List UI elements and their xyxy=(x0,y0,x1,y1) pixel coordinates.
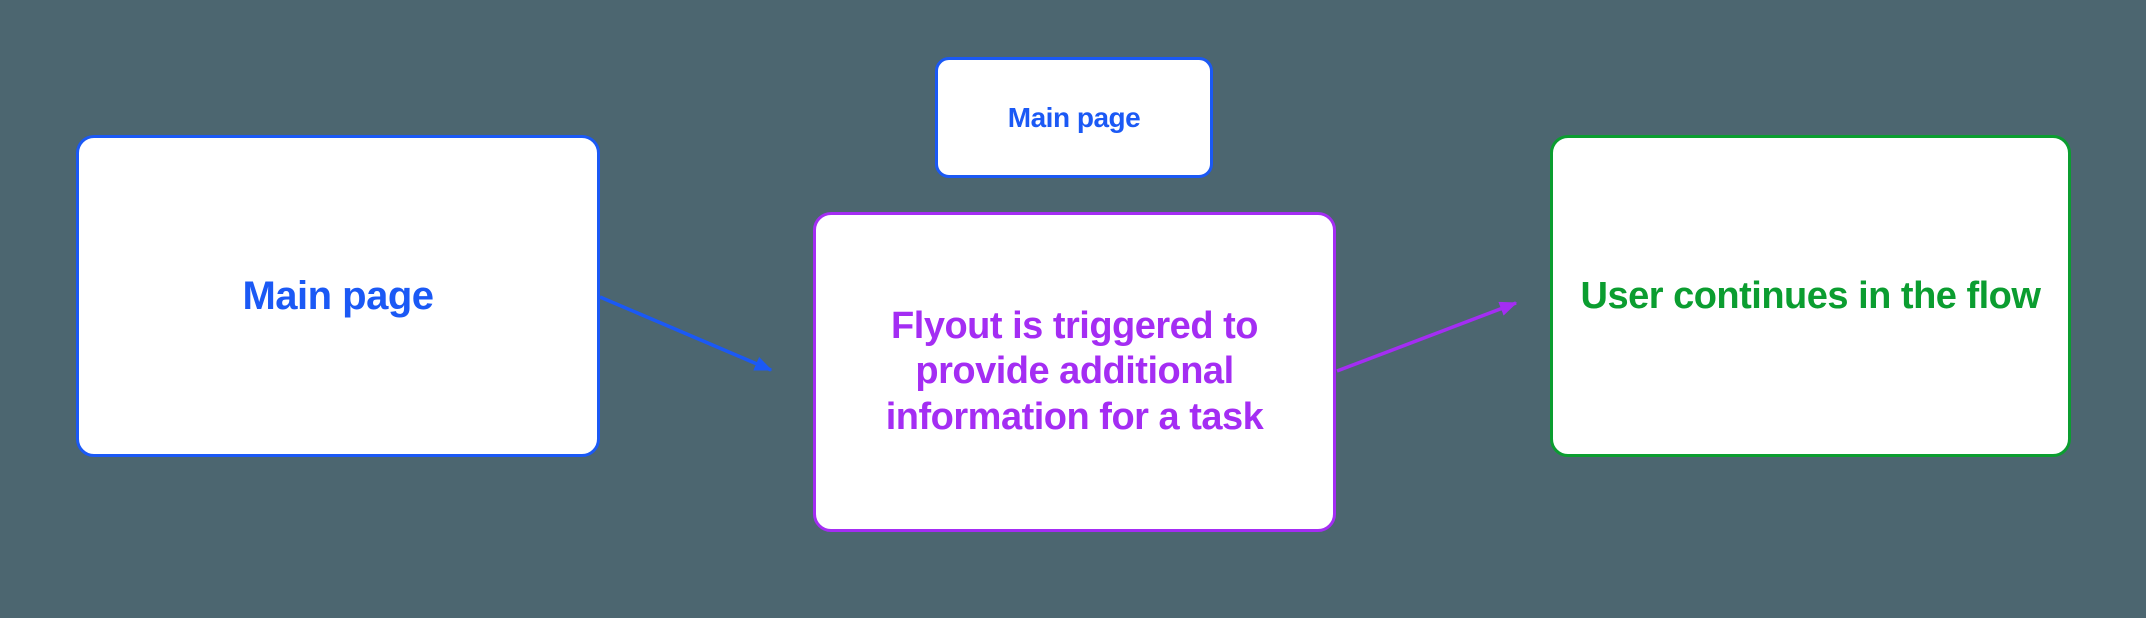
main-page-mini-node-label: Main page xyxy=(1007,101,1141,133)
main-page-node-label: Main page xyxy=(242,273,434,318)
continue-flow-node: User continues in the flow xyxy=(1550,135,2071,457)
flyout-node-label: Flyout is triggered to provide additiona… xyxy=(885,304,1264,438)
flyout-to-continue-arrow xyxy=(1336,301,1518,373)
continue-flow-node-label: User continues in the flow xyxy=(1580,274,2041,317)
main-page-node: Main page xyxy=(76,135,600,457)
flyout-node: Flyout is triggered to provide additiona… xyxy=(813,212,1336,532)
main-to-flyout-arrow xyxy=(599,295,773,372)
main-page-mini-node: Main page xyxy=(935,57,1213,178)
